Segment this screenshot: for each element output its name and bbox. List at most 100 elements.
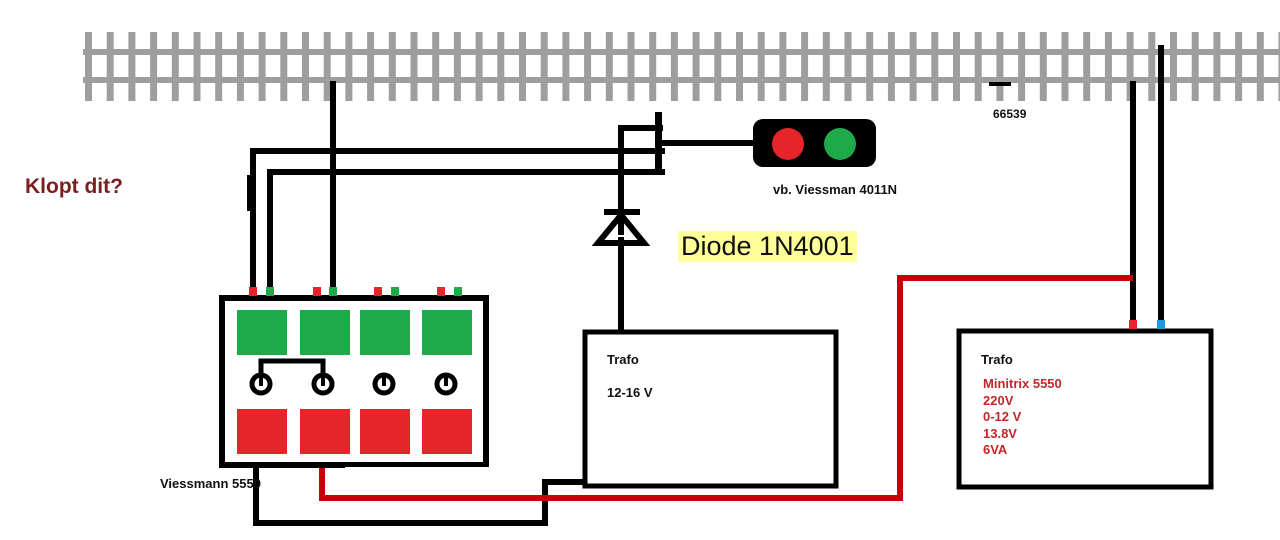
track-sleeper <box>323 32 331 101</box>
track-sleepers <box>85 32 1280 101</box>
track-sleeper <box>519 32 526 101</box>
panel-button-green-2 <box>300 310 350 355</box>
signal-post <box>655 112 662 174</box>
track-sleeper <box>1278 32 1280 101</box>
track-sleeper <box>410 32 418 101</box>
track-sleeper <box>150 32 158 101</box>
panel-terminal-green-1 <box>266 287 274 296</box>
diode-symbol <box>591 209 651 246</box>
panel-bridge-wire <box>258 358 326 378</box>
panel-terminal-red-1 <box>249 287 257 296</box>
track-sleeper <box>1170 32 1177 101</box>
track-sleeper <box>453 32 461 101</box>
track-sleeper <box>736 32 743 101</box>
track-sleeper <box>974 32 982 101</box>
track-sleeper <box>996 32 1004 101</box>
track-sleeper <box>367 32 375 101</box>
track-sleeper <box>887 32 895 101</box>
panel-terminal-green-3 <box>391 287 399 296</box>
track-sleeper <box>85 32 92 101</box>
track-sleeper <box>236 32 244 101</box>
track-sleeper <box>258 32 266 101</box>
rail-top <box>83 49 1280 55</box>
switch-panel-label: Viessmann 5550 <box>160 476 261 491</box>
track-sleeper <box>953 32 960 101</box>
track-rails <box>83 49 1280 83</box>
track-sleeper <box>866 32 874 101</box>
track-sleeper <box>584 32 592 101</box>
track-sleeper <box>627 32 635 101</box>
track-sleeper <box>931 32 939 101</box>
track-sleeper <box>475 32 483 101</box>
panel-knob-stem <box>382 376 386 386</box>
track-gap-marker <box>989 82 1011 86</box>
track-sleeper <box>692 32 700 101</box>
track-sleeper <box>909 32 917 101</box>
track-sleeper <box>1256 32 1264 101</box>
wire-diode-loop <box>618 125 663 235</box>
diode-label: Diode 1N4001 <box>678 231 857 262</box>
track-number-label: 66539 <box>993 107 1027 121</box>
track-sleeper <box>844 32 852 101</box>
panel-button-red-4 <box>422 409 472 454</box>
panel-terminal-green-2 <box>329 287 337 296</box>
trafo-2-specs: Minitrix 5550 220V 0-12 V 13.8V 6VA <box>983 376 1062 459</box>
diode-bar <box>604 209 640 215</box>
panel-terminal-red-4 <box>437 287 445 296</box>
track-sleeper <box>801 32 809 101</box>
track-sleeper <box>757 32 765 101</box>
panel-terminal-red-2 <box>313 287 321 296</box>
track-sleeper <box>1126 32 1134 101</box>
track-sleeper <box>215 32 223 101</box>
track-sleeper <box>1191 32 1199 101</box>
track-sleeper <box>497 32 505 101</box>
trafo-2-spec-range: 0-12 V <box>983 409 1022 424</box>
switch-panel <box>219 295 505 473</box>
track-sleeper <box>649 32 657 101</box>
signal-arm <box>659 140 755 146</box>
track-sleeper <box>822 32 830 101</box>
track-sleeper <box>714 32 722 101</box>
trafo-2-box <box>956 328 1214 490</box>
track-sleeper <box>345 32 353 101</box>
trafo-2-terminal-blue <box>1157 320 1165 329</box>
panel-button-red-1 <box>237 409 287 454</box>
trafo-2-title: Trafo <box>981 352 1013 367</box>
trafo-2-spec-model: Minitrix 5550 <box>983 376 1062 391</box>
signal-head <box>753 119 876 167</box>
switch-panel-terminals <box>249 287 462 296</box>
panel-button-green-4 <box>422 310 472 355</box>
wire-return-red <box>319 275 1133 501</box>
track-sleeper <box>1083 32 1091 101</box>
track-sleeper <box>432 32 440 101</box>
track-sleeper <box>1061 32 1069 101</box>
panel-button-green-3 <box>360 310 410 355</box>
track-sleeper <box>193 32 201 101</box>
track-sleeper <box>171 32 179 101</box>
trafo-1-box <box>582 329 839 489</box>
trafo-2-spec-power: 6VA <box>983 442 1008 457</box>
trafo-2-spec-input: 220V <box>983 392 1014 408</box>
track-sleeper <box>670 32 678 101</box>
trafo-1-voltage: 12-16 V <box>607 385 653 400</box>
track-sleeper <box>388 32 396 101</box>
panel-terminal-green-4 <box>454 287 462 296</box>
signal-lamp-red <box>772 128 804 160</box>
trafo-1-title: Trafo <box>607 352 639 367</box>
track-sleeper <box>605 32 613 101</box>
signal <box>655 112 876 174</box>
panel-knob-stem <box>259 376 263 386</box>
wire-splice <box>247 175 255 211</box>
signal-label: vb. Viessman 4011N <box>773 182 898 197</box>
panel-knob-stem <box>321 376 325 386</box>
track-sleeper <box>779 32 787 101</box>
track-sleeper <box>1018 32 1026 101</box>
track-sleeper <box>280 32 288 101</box>
panel-bottom-gap <box>345 467 505 473</box>
signal-lamp-green <box>824 128 856 160</box>
panel-button-red-2 <box>300 409 350 454</box>
panel-button-red-3 <box>360 409 410 454</box>
wire-signal-inner <box>267 169 665 292</box>
panel-terminal-red-3 <box>374 287 382 296</box>
